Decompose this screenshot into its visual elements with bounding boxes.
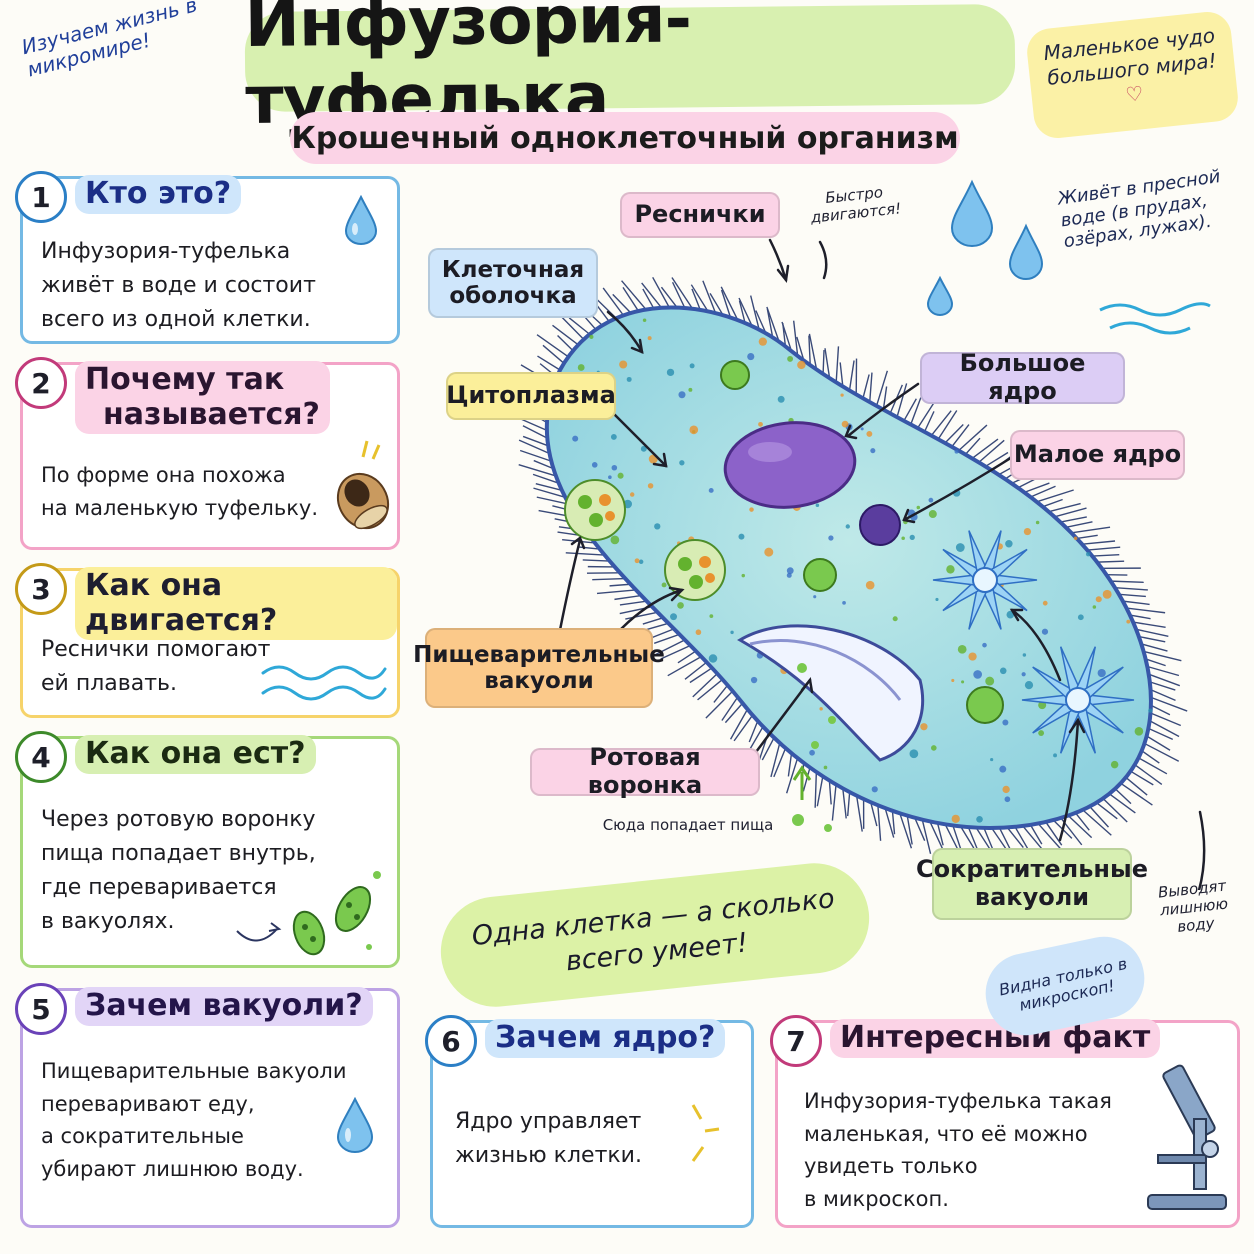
contractile-vacuoles	[932, 530, 1135, 754]
card-line: в вакуолях.	[41, 909, 175, 935]
card-line: переваривают еду,	[41, 1091, 255, 1116]
card-number: 4	[15, 731, 67, 783]
card-line: маленькая, что её можно	[804, 1121, 1088, 1146]
page-title: Инфузория-туфелька	[244, 0, 1016, 139]
food-particles	[792, 663, 836, 832]
heart-icon: ♡	[1124, 81, 1145, 107]
card-line: всего из одной клетки.	[41, 307, 311, 333]
card-body: Инфузория-туфелька живёт в воде и состои…	[41, 235, 316, 337]
card-number: 7	[770, 1015, 822, 1067]
page-subtitle: Крошечный одноклеточный организм	[290, 112, 960, 164]
label-arrows	[558, 238, 1206, 890]
shoe-icon	[336, 440, 390, 530]
label-membrane: Клеточная оболочка	[428, 248, 598, 318]
microscope-icon	[1147, 1064, 1227, 1210]
label-oral-groove: Ротовая воронка	[530, 744, 760, 799]
card-title: Как она двигается?	[75, 567, 397, 640]
card-body: Через ротовую воронку пища попадает внут…	[41, 803, 316, 939]
water-drop-icon	[336, 1097, 374, 1153]
card-line: Ядро управляет	[455, 1109, 642, 1134]
note-explore: Изучаем жизнь в микромире!	[19, 0, 200, 82]
micronucleus	[859, 504, 901, 546]
card-body: Реснички помогают ей плавать.	[41, 633, 270, 701]
card-line: в микроскоп.	[804, 1186, 949, 1211]
card-who: 1 Кто это? Инфузория-туфелька живёт в во…	[15, 171, 400, 344]
food-vacuoles	[564, 360, 1004, 724]
paramecium-diagram	[511, 179, 1211, 890]
card-line: увидеть только	[804, 1154, 978, 1179]
sparkle-icon	[691, 1104, 720, 1162]
card-title: Интересный факт	[830, 1019, 1161, 1058]
card-body: Инфузория-туфелька такая маленькая, что …	[804, 1085, 1112, 1215]
card-number: 6	[425, 1015, 477, 1067]
card-movement: 3 Как она двигается? Реснички помогают е…	[15, 563, 400, 718]
bacteria-icon	[236, 871, 381, 956]
note-wonder-text: Маленькое чудо большого мира!	[1042, 23, 1218, 90]
cilia	[511, 276, 1188, 860]
water-drops	[926, 179, 1211, 335]
card-line: пища попадает внутрь,	[41, 841, 316, 867]
card-body: Ядро управляет жизнью клетки.	[455, 1105, 642, 1173]
card-line: живёт в воде и состоит	[41, 273, 316, 299]
card-title: Зачем вакуоли?	[75, 987, 373, 1026]
card-title-line: называется?	[103, 396, 320, 432]
card-title-line: Почему так	[85, 362, 285, 397]
note-wonder: Маленькое чудо большого мира! ♡	[1024, 9, 1241, 141]
card-number: 5	[15, 983, 67, 1035]
card-title: Кто это?	[75, 175, 242, 214]
label-cytoplasm: Цитоплазма	[446, 372, 616, 420]
label-contractile-vacuoles: Сократительные вакуоли	[916, 848, 1148, 920]
card-line: убирают лишнюю воду.	[41, 1156, 304, 1181]
card-line: где переваривается	[41, 875, 277, 901]
note-removes-water: Выводят лишнюю воду	[1157, 876, 1229, 936]
card-line: Реснички помогают	[41, 637, 271, 662]
card-title: Как она ест?	[75, 735, 316, 774]
card-title: Почему так называется?	[75, 361, 330, 434]
card-line: Инфузория-туфелька	[41, 239, 291, 264]
label-macronucleus: Большое ядро	[920, 350, 1125, 405]
card-number: 1	[15, 171, 67, 223]
card-line: жизнью клетки.	[455, 1143, 642, 1169]
card-number: 2	[15, 357, 67, 409]
card-fact: 7 Интересный факт Инфузория-туфелька так…	[770, 1015, 1240, 1228]
note-food-enters: Сюда попадает пища	[602, 816, 774, 834]
label-cilia: Реснички	[620, 192, 780, 238]
card-vacuoles: 5 Зачем вакуоли? Пищеварительные вакуоли…	[15, 983, 400, 1228]
card-body: По форме она похожа на маленькую туфельк…	[41, 459, 318, 524]
card-line: По форме она похожа	[41, 463, 286, 487]
wave-icon	[261, 665, 387, 701]
card-line: ей плавать.	[41, 671, 177, 697]
card-why-name: 2 Почему так называется? По форме она по…	[15, 357, 400, 550]
card-number: 3	[15, 563, 67, 615]
water-drop-icon	[344, 195, 378, 245]
card-line: на маленькую туфельку.	[41, 495, 319, 520]
label-food-vacuoles: Пищеварительные вакуоли	[413, 628, 665, 708]
card-line: Пищеварительные вакуоли	[41, 1059, 347, 1083]
card-line: Через ротовую воронку	[41, 807, 316, 832]
card-body: Пищеварительные вакуоли переваривают еду…	[41, 1055, 347, 1185]
oral-groove	[737, 624, 925, 762]
label-micronucleus: Малое ядро	[1010, 430, 1185, 480]
card-line: Инфузория-туфелька такая	[804, 1089, 1112, 1113]
card-eating: 4 Как она ест? Через ротовую воронку пищ…	[15, 731, 400, 968]
card-title: Зачем ядро?	[485, 1019, 726, 1058]
card-line: а сократительные	[41, 1124, 244, 1149]
card-nucleus: 6 Зачем ядро? Ядро управляет жизнью клет…	[425, 1015, 754, 1228]
